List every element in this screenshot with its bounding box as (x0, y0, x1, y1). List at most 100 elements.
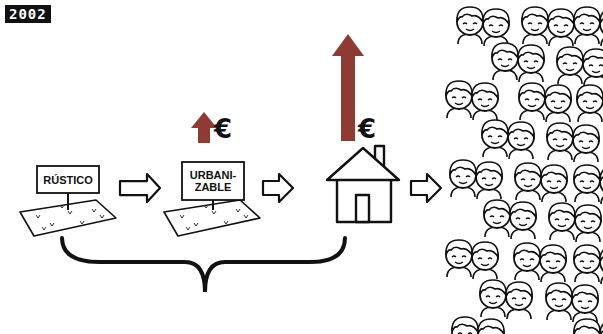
person-smile (463, 23, 477, 31)
person-hair (518, 45, 544, 60)
person-smile (456, 176, 470, 184)
person-hair (472, 242, 498, 257)
grouping-brace (62, 238, 345, 292)
person-body (601, 194, 603, 204)
person-head (518, 45, 544, 82)
person-hair (483, 9, 509, 24)
person-hair (577, 85, 603, 100)
person-hair (541, 165, 567, 180)
person-smile (520, 259, 534, 267)
person-hair (515, 163, 541, 178)
person-hair (492, 43, 518, 58)
person-hair (457, 7, 483, 22)
person-hair (600, 9, 603, 24)
person-hair (574, 165, 600, 180)
person-hair (548, 9, 574, 24)
person-body (601, 36, 603, 46)
sign-board (182, 162, 244, 200)
person-head (522, 7, 548, 44)
person-smile (581, 221, 595, 229)
person-hair (549, 203, 575, 218)
person-smile (521, 179, 535, 187)
person-head (472, 242, 498, 279)
person-head (540, 245, 566, 282)
person-head (600, 321, 603, 334)
person-smile (514, 138, 528, 146)
person-head (549, 203, 575, 240)
person-hair (547, 123, 573, 138)
person-hair (452, 317, 478, 332)
person-hair (540, 245, 566, 260)
person-body (601, 274, 603, 284)
person-hair (478, 319, 504, 334)
person-hair (522, 7, 548, 22)
person-smile (555, 219, 569, 227)
person-head (583, 49, 603, 86)
person-head (452, 317, 478, 334)
person-hair (572, 285, 598, 300)
land-plot (164, 200, 260, 236)
person-head (510, 202, 536, 239)
person-head (472, 83, 498, 120)
person-hair (573, 125, 599, 140)
euro-symbol: € (214, 116, 232, 142)
person-smile (512, 298, 526, 306)
person-head (541, 165, 567, 202)
person-smile (486, 296, 500, 304)
person-smile (552, 299, 566, 307)
person-head (557, 47, 583, 84)
house (327, 146, 399, 222)
person-head (547, 123, 573, 160)
person-head (575, 205, 601, 242)
step-arrow (120, 174, 160, 202)
person-head (446, 81, 472, 118)
person-smile (516, 218, 530, 226)
person-smile (458, 333, 472, 334)
person-head (506, 282, 532, 319)
person-hair (476, 162, 502, 177)
person-head (572, 285, 598, 322)
person-hair (574, 319, 600, 334)
crowd (446, 7, 603, 334)
sign-outline (18, 160, 118, 238)
person-head (546, 283, 572, 320)
sign-text: URBANI- ZABLE (182, 162, 244, 200)
person-hair (600, 247, 603, 262)
person-hair (574, 7, 600, 22)
person-smile (551, 101, 565, 109)
person-hair (514, 243, 540, 258)
person-smile (580, 181, 594, 189)
person-head (545, 85, 571, 122)
person-smile (580, 23, 594, 31)
person-hair (546, 283, 572, 298)
person-smile (580, 261, 594, 269)
person-hair (600, 167, 603, 182)
person-head (508, 122, 534, 159)
person-smile (553, 139, 567, 147)
grass-marks (36, 205, 104, 230)
person-smile (563, 63, 577, 71)
person-smile (478, 99, 492, 107)
sign-text: RÚSTICO (37, 166, 99, 193)
person-head (573, 125, 599, 162)
person-smile (478, 258, 492, 266)
person-head (476, 162, 502, 199)
person-hair (583, 49, 603, 64)
person-smile (589, 65, 603, 73)
person-hair (574, 245, 600, 260)
year-label: 2002 (5, 5, 51, 23)
person-smile (490, 216, 504, 224)
person-head (450, 160, 476, 197)
person-hair (446, 240, 472, 255)
person-head (548, 9, 574, 46)
person-head (600, 9, 603, 46)
step-arrow (263, 174, 293, 202)
person-head (446, 240, 472, 277)
person-smile (547, 181, 561, 189)
step-arrow (411, 174, 441, 202)
person-head (574, 7, 600, 44)
person-smile (452, 97, 466, 105)
person-head (519, 83, 545, 120)
